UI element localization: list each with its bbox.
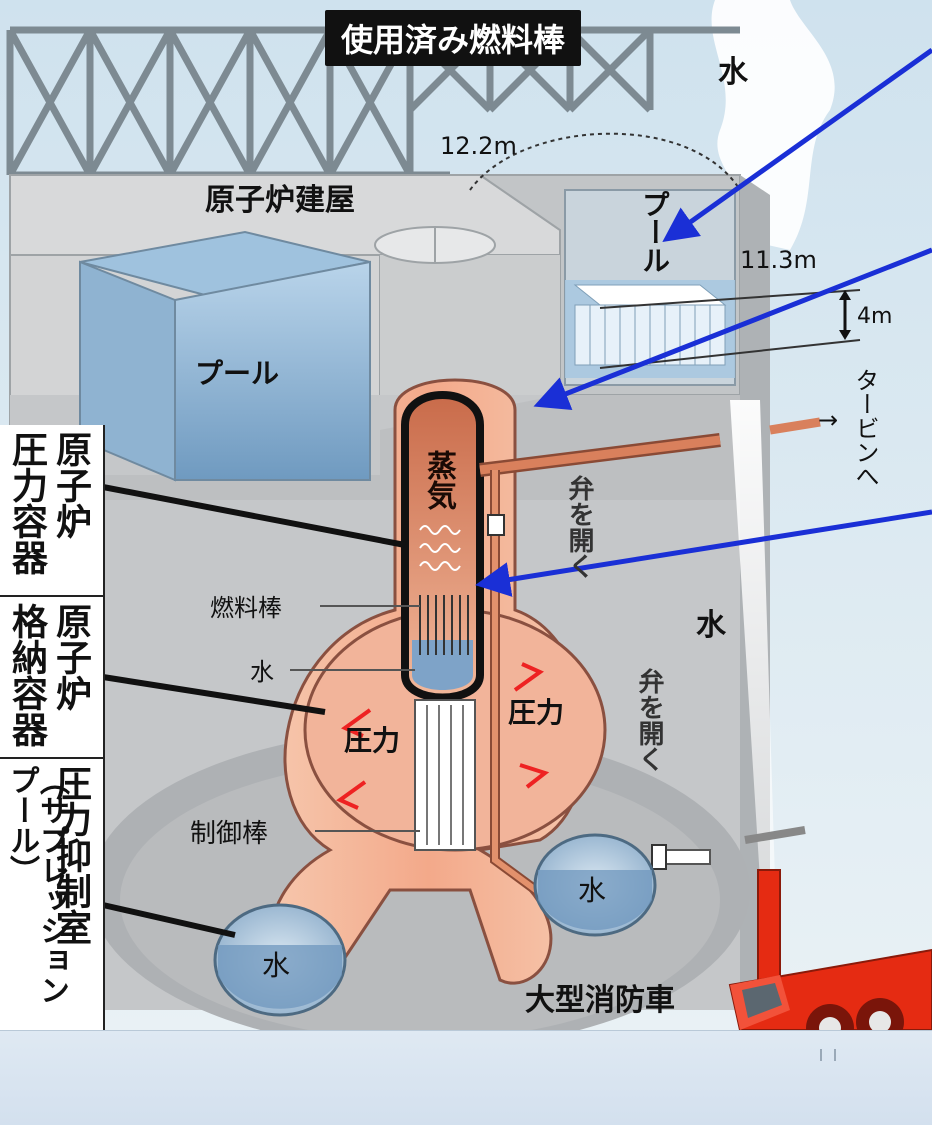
dim-depth-label: 4m — [857, 304, 892, 329]
side-label-pressure-vessel: 圧力容器 原子炉 — [0, 425, 105, 597]
viewer-bottom-bar — [0, 1030, 932, 1125]
open-valve-lower-label: 弁を開く — [634, 668, 664, 772]
to-turbine-label: タービンへ — [851, 368, 879, 488]
pressure-vessel — [401, 391, 484, 702]
reactor-building-label: 原子炉建屋 — [205, 183, 355, 218]
right-pool-label: プール — [638, 190, 671, 274]
dim-height-label: 11.3m — [740, 246, 817, 274]
left-pool-label: プール — [195, 357, 279, 390]
water-torus-right-label: 水 — [578, 874, 606, 907]
spent-fuel-rods-caption: 使用済み燃料棒 — [325, 10, 581, 66]
open-valve-upper-label: 弁を開く — [564, 475, 594, 579]
steam-pipe — [479, 417, 821, 935]
resize-grip-icon[interactable] — [820, 1049, 836, 1061]
side-label-2-line2: 格納容器 — [6, 603, 47, 747]
left-pool — [79, 230, 371, 482]
pressure-right-label: 圧力 — [508, 696, 564, 729]
water-beam — [730, 400, 775, 880]
thin-leader-lines — [290, 605, 420, 832]
arrow-to-pool — [662, 47, 932, 243]
side-label-2-line1: 原子炉 — [50, 603, 91, 711]
pressure-left-label: 圧力 — [344, 724, 400, 757]
pointer-arrows — [475, 47, 932, 597]
pressure-arrows — [336, 662, 550, 810]
dim-width-label: 12.2m — [440, 132, 517, 160]
water-top-label: 水 — [718, 55, 749, 90]
spent-fuel-pool — [564, 189, 861, 386]
water-torus-left-label: 水 — [262, 949, 290, 982]
suppression-chamber — [213, 833, 657, 1017]
side-label-1-line1: 原子炉 — [50, 431, 91, 539]
fire-truck — [728, 869, 932, 1052]
steam-label: 蒸気 — [421, 450, 456, 510]
leader-lines — [102, 484, 406, 938]
side-label-3-line1: 圧力抑制室 — [50, 765, 91, 945]
fire-truck-label: 大型消防車 — [525, 983, 675, 1018]
side-label-3-line2: （サプレッションプール） — [4, 765, 69, 1005]
arrow-to-hall — [533, 247, 932, 411]
control-rods-label: 制御棒 — [190, 819, 268, 849]
control-rods — [414, 699, 476, 851]
side-label-1-line2: 圧力容器 — [6, 431, 47, 575]
side-label-suppression-chamber: （サプレッションプール） 圧力抑制室 — [0, 759, 105, 1032]
water-middle-label: 水 — [696, 608, 727, 643]
fuel-rods-label: 燃料棒 — [210, 594, 282, 622]
arrow-to-vessel — [475, 509, 932, 597]
side-label-containment-vessel: 格納容器 原子炉 — [0, 597, 105, 759]
water-core-label: 水 — [250, 658, 274, 686]
turbine-arrow-glyph: → — [818, 406, 838, 434]
